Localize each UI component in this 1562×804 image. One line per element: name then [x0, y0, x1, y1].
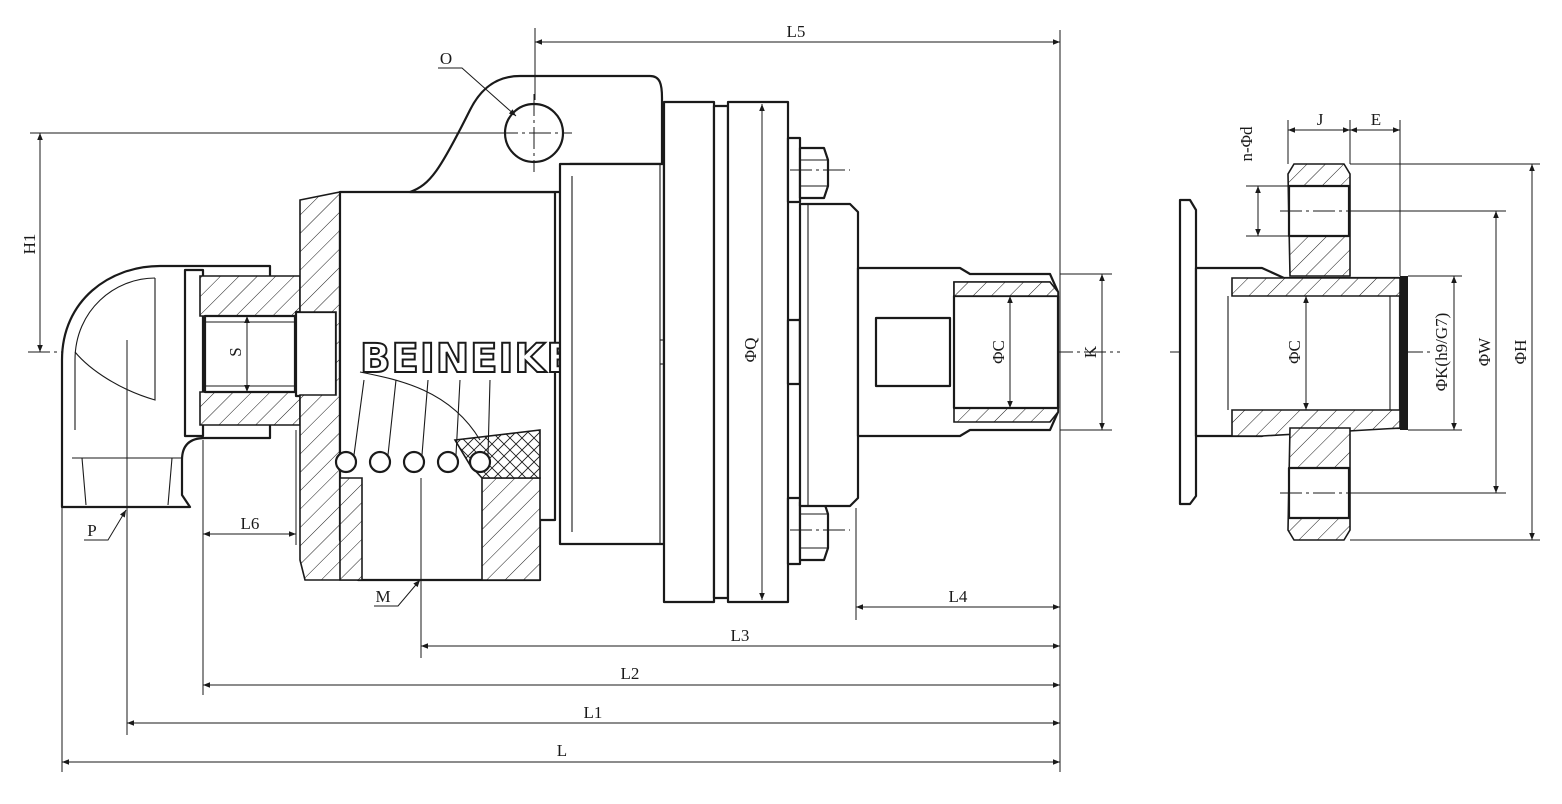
leader-O — [438, 67, 517, 117]
label-L5: L5 — [787, 22, 806, 41]
label-phiC-flange: ΦC — [1285, 340, 1304, 364]
nipple-lower — [199, 391, 301, 426]
label-H1: H1 — [20, 234, 39, 255]
middle-cylinder — [558, 162, 666, 546]
elbow-inner-curve — [74, 277, 156, 430]
label-phiW: ΦW — [1475, 337, 1494, 366]
label-E: E — [1371, 110, 1381, 129]
main-view: BEINEIKE — [20, 22, 1120, 772]
elbow-thread-ring — [183, 268, 205, 438]
label-phiQ: ΦQ — [741, 338, 760, 363]
big-flange-right — [726, 100, 790, 604]
label-L: L — [557, 741, 567, 760]
brand-text: BEINEIKE — [360, 336, 575, 382]
label-S: S — [226, 347, 245, 356]
shaft-bore — [952, 294, 1060, 410]
label-M: M — [375, 587, 390, 606]
port-m-left-wall — [339, 477, 363, 581]
flange-tube-wall-upper — [1231, 277, 1401, 297]
label-L2: L2 — [621, 664, 640, 683]
big-flange-ring — [712, 104, 730, 600]
label-L4: L4 — [949, 587, 968, 606]
small-flange — [798, 202, 860, 508]
label-K: K — [1081, 345, 1100, 358]
label-n-phi-d: n-Φd — [1237, 126, 1256, 162]
label-L6: L6 — [241, 514, 260, 533]
leader-M — [374, 579, 421, 607]
inner-spigot — [294, 310, 338, 398]
shaft-thread-lower — [953, 407, 1059, 423]
label-O: O — [440, 49, 452, 68]
label-phiH: ΦH — [1511, 340, 1530, 365]
label-phiC-main: ΦC — [989, 340, 1008, 364]
big-flange-left — [662, 100, 716, 604]
label-phiK: ΦK(h9/G7) — [1432, 313, 1451, 392]
label-P: P — [87, 521, 96, 540]
spring — [334, 371, 492, 474]
label-L3: L3 — [731, 626, 750, 645]
label-J: J — [1317, 110, 1324, 129]
nipple-upper — [199, 275, 301, 317]
shaft-window — [874, 316, 952, 388]
flange-view: ΦH ΦW ΦK(h9/G7) ΦC n-Φd J E — [1170, 110, 1540, 541]
leader-P — [84, 509, 127, 541]
shaft-section-hatch — [953, 281, 1059, 297]
flange-tube-end-seal — [1400, 276, 1408, 430]
nipple-bore — [203, 314, 297, 394]
flange-thin-plate — [1178, 198, 1198, 506]
port-m-right-wall — [481, 477, 541, 581]
elbow-bend — [74, 278, 156, 401]
label-L1: L1 — [584, 703, 603, 722]
